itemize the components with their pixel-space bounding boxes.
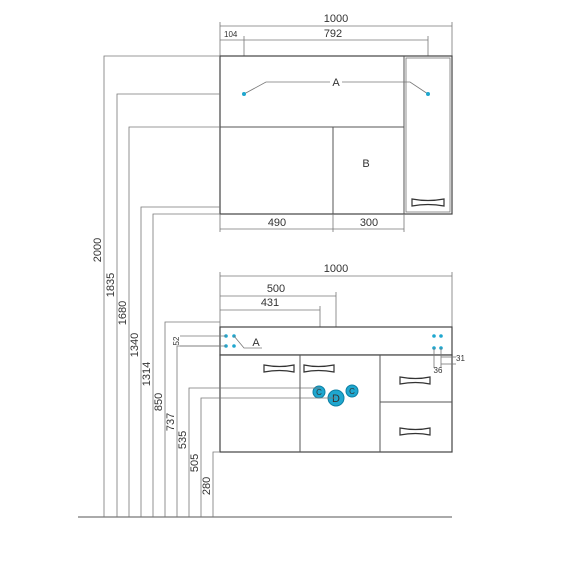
lower-width-label: 1000 bbox=[324, 263, 348, 275]
upper-cabinet-body bbox=[219, 55, 453, 215]
upper-cabinet: 1000 104 792 A B 490 300 bbox=[219, 13, 453, 232]
height-280: 280 bbox=[201, 477, 213, 495]
lower-cabinet: 1000 500 431 A 52 bbox=[172, 263, 465, 453]
lower-dim-431: 431 bbox=[261, 297, 279, 309]
upper-light-point-right bbox=[426, 92, 430, 96]
height-2000: 2000 bbox=[92, 238, 104, 262]
upper-callout-b: B bbox=[362, 158, 369, 170]
lower-right-dot-1 bbox=[432, 334, 436, 338]
lower-right-dot-2 bbox=[439, 334, 443, 338]
lower-callout-c-left: C bbox=[316, 388, 322, 397]
height-dimensions: 2000 1835 1680 1340 1314 850 737 535 505… bbox=[92, 55, 336, 517]
lower-callout-a: A bbox=[252, 337, 260, 349]
lower-bottom-drawer-handle bbox=[399, 427, 431, 436]
height-1680: 1680 bbox=[117, 301, 129, 325]
lower-worktop bbox=[219, 326, 453, 356]
upper-callout-a: A bbox=[332, 77, 340, 89]
lower-middle-door-handle bbox=[303, 364, 335, 373]
lower-left-door-handle bbox=[263, 364, 295, 373]
height-535: 535 bbox=[177, 431, 189, 449]
height-505: 505 bbox=[189, 454, 201, 472]
upper-offset-label: 104 bbox=[224, 30, 238, 39]
lower-top-drawer-handle bbox=[399, 376, 431, 385]
upper-width-label: 1000 bbox=[324, 13, 348, 25]
height-1314: 1314 bbox=[141, 362, 153, 386]
lower-dim-31: 31 bbox=[456, 354, 465, 363]
lower-dim-52: 52 bbox=[172, 336, 181, 345]
height-737: 737 bbox=[165, 413, 177, 431]
upper-right-section-label: 300 bbox=[360, 217, 378, 229]
lower-dim-36: 36 bbox=[434, 366, 443, 375]
upper-door-handle bbox=[411, 198, 445, 207]
lower-dim-500: 500 bbox=[267, 283, 285, 295]
height-850: 850 bbox=[153, 393, 165, 411]
upper-left-section-label: 490 bbox=[268, 217, 286, 229]
lower-callout-c-right-marker bbox=[345, 384, 359, 398]
height-1340: 1340 bbox=[129, 333, 141, 357]
upper-inner-width-label: 792 bbox=[324, 28, 342, 40]
upper-light-point-left bbox=[242, 92, 246, 96]
lower-outlet-dot-4 bbox=[232, 344, 236, 348]
lower-callout-d: D bbox=[332, 393, 340, 405]
height-1835: 1835 bbox=[105, 273, 117, 297]
lower-callout-c-right: C bbox=[349, 387, 355, 396]
